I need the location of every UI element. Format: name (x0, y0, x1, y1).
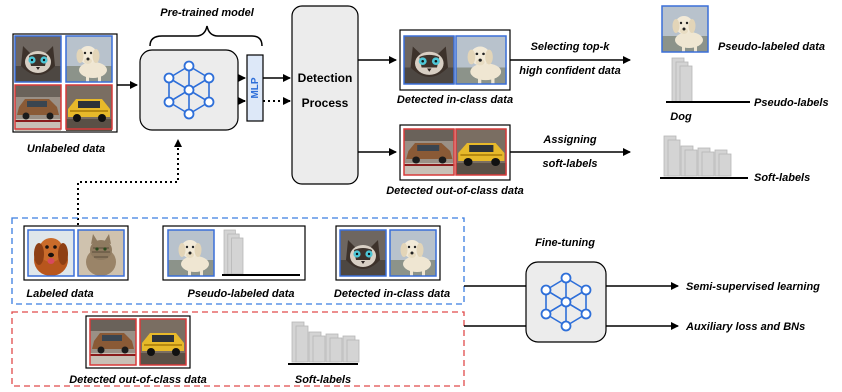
labeled-data-label: Labeled data (26, 288, 93, 300)
detected-in-class-images (399, 29, 511, 91)
fine-tuning-label: Fine-tuning (535, 237, 595, 249)
detected-in-class-label: Detected in-class data (397, 94, 513, 106)
pseudo-labeled-data-label: Pseudo-labeled data (718, 41, 825, 53)
detected-out-of-class-label: Detected out-of-class data (386, 185, 524, 197)
dotted-feedback-line (77, 139, 182, 225)
fine-tuning-network-box (525, 261, 607, 343)
pseudo-labeled-image (662, 6, 708, 52)
detected-in-class-box-label: Detected in-class data (334, 288, 450, 300)
selecting-top-k-label: Selecting top-k (531, 41, 611, 53)
pseudo-labels-label: Pseudo-labels (754, 97, 829, 109)
soft-label-bars (663, 135, 732, 177)
detection-process-label-line2: Process (302, 96, 349, 110)
detected-out-of-class-box-images (85, 315, 191, 369)
brace (149, 25, 263, 47)
detection-process-label-line1: Detection (298, 71, 353, 85)
dog-label: Dog (670, 111, 692, 123)
out-of-class-set-box (11, 311, 465, 387)
auxiliary-loss-label: Auxiliary loss and BNs (685, 321, 805, 333)
detected-out-of-class-images (399, 124, 511, 181)
high-confident-data-label: high confident data (519, 65, 620, 77)
soft-labels-label: Soft-labels (754, 172, 810, 184)
detection-process-box: Detection Process (291, 5, 359, 185)
pretrained-model-label: Pre-trained model (160, 7, 254, 19)
pseudo-labeled-data-box-label: Pseudo-labeled data (188, 288, 295, 300)
soft-labels-box-label: Soft-labels (295, 374, 351, 386)
detected-out-of-class-box-label: Detected out-of-class data (69, 374, 207, 386)
fine-tuning-set-box (11, 217, 465, 305)
soft-labels-flow-label: soft-labels (542, 158, 597, 170)
mlp-label: MLP (250, 77, 261, 98)
detected-in-class-box-images (335, 225, 441, 281)
assigning-label: Assigning (542, 134, 596, 146)
pseudo-label-bars (671, 57, 693, 103)
labeled-data-images (23, 225, 129, 281)
mlp-box: MLP (246, 54, 264, 122)
semi-supervised-learning-label: Semi-supervised learning (686, 281, 820, 293)
unlabeled-data-label: Unlabeled data (27, 143, 105, 155)
pseudo-labeled-data-box (162, 225, 306, 281)
soft-label-bars-box (291, 321, 360, 363)
pretrained-network-box (139, 49, 239, 131)
unlabeled-data-grid (12, 33, 118, 133)
